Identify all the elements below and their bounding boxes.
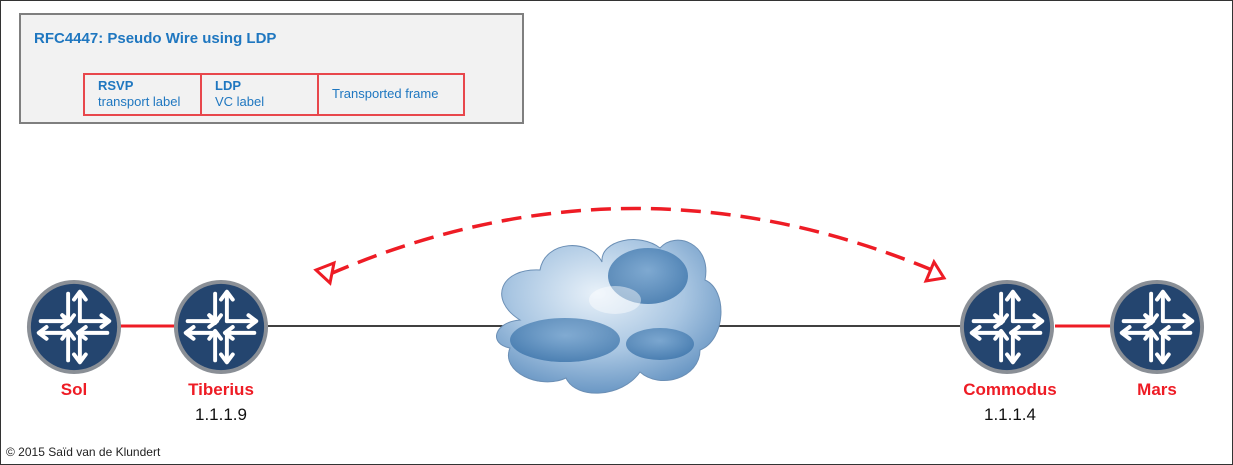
router-icon-commodus	[958, 278, 1056, 376]
router-icon-mars	[1108, 278, 1206, 376]
arrowhead-right-icon	[923, 258, 947, 283]
header-field-ldp-desc: VC label	[215, 94, 265, 109]
node-ip-tiberius: 1.1.1.9	[195, 405, 247, 424]
router-icon-tiberius	[172, 278, 270, 376]
router-icon-sol	[25, 278, 123, 376]
node-ip-commodus: 1.1.1.4	[984, 405, 1036, 424]
legend-title: RFC4447: Pseudo Wire using LDP	[34, 30, 277, 47]
header-field-frame: Transported frame	[317, 73, 465, 116]
header-field-rsvp-desc: transport label	[98, 94, 181, 109]
header-field-ldp: LDP VC label	[200, 73, 319, 116]
header-field-frame-desc: Transported frame	[332, 86, 439, 101]
arrowhead-left-icon	[313, 260, 337, 286]
header-field-rsvp: RSVP transport label	[83, 73, 202, 116]
node-label-commodus: Commodus	[963, 380, 1057, 399]
node-label-sol: Sol	[60, 380, 88, 399]
pseudowire-arc	[329, 206, 933, 276]
legend-box: RFC4447: Pseudo Wire using LDP RSVP tran…	[19, 13, 524, 124]
header-field-rsvp-name: RSVP	[98, 78, 134, 93]
node-label-mars: Mars	[1137, 380, 1177, 399]
cloud-icon	[496, 239, 722, 394]
copyright-notice: © 2015 Saïd van de Klundert	[6, 445, 161, 459]
header-field-ldp-name: LDP	[215, 78, 241, 93]
node-label-tiberius: Tiberius	[188, 380, 254, 399]
